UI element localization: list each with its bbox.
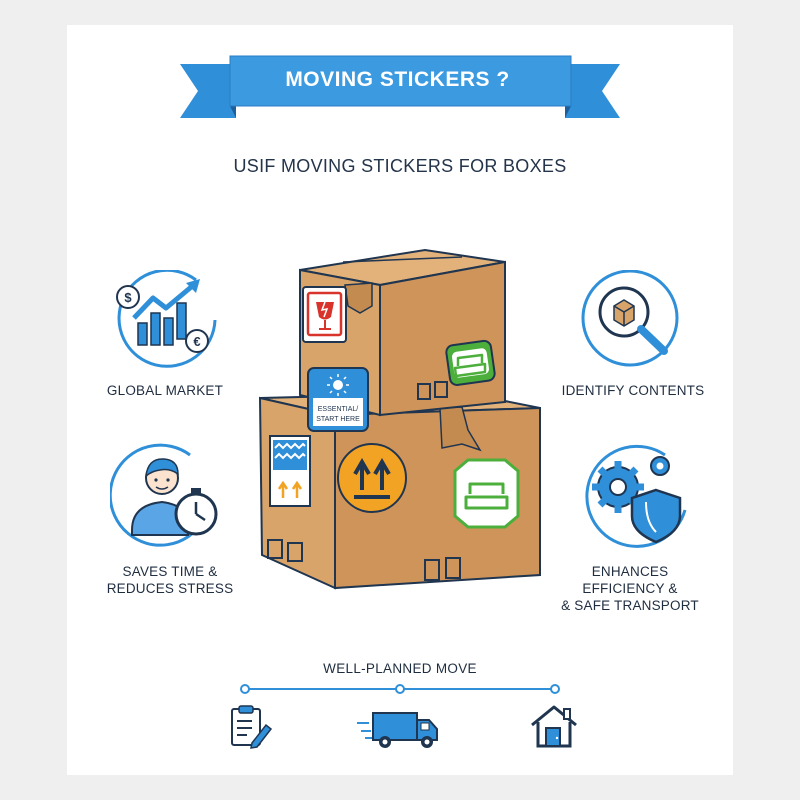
- timeline-node-3: [550, 684, 560, 694]
- feature-label-enhances-line1: ENHANCES: [591, 564, 669, 579]
- timeline-node-2: [395, 684, 405, 694]
- feature-label-saves-time: SAVES TIME & REDUCES STRESS: [95, 563, 245, 597]
- page-subtitle: USIF MOVING STICKERS FOR BOXES: [233, 156, 567, 176]
- timeline-step-transport: [355, 705, 445, 750]
- timeline-node-1: [240, 684, 250, 694]
- banner-right-fold: [565, 106, 571, 118]
- svg-text:€: €: [193, 334, 200, 349]
- timeline-title: WELL-PLANNED MOVE: [323, 661, 477, 676]
- feature-identify-contents: [578, 270, 688, 370]
- this-side-up-sticker: [269, 435, 311, 507]
- banner-left-tail: [180, 64, 236, 118]
- timeline-step-plan: [228, 705, 278, 750]
- couch-sticker-top: [445, 339, 496, 386]
- feature-saves-time: [110, 440, 230, 550]
- feature-label-saves-time-line1: SAVES TIME &: [122, 564, 218, 579]
- feature-label-identify-contents: IDENTIFY CONTENTS: [561, 383, 705, 398]
- feature-label-enhances-line2: EFFICIENCY &: [582, 581, 678, 596]
- essential-sticker-line1: ESSENTIAL/: [318, 406, 359, 413]
- feature-label-saves-time-line2: REDUCES STRESS: [106, 581, 234, 596]
- timeline-line: [240, 684, 560, 694]
- top-box-right-face: [379, 260, 506, 417]
- truck-icon: [357, 712, 438, 748]
- feature-label-enhances-line3: & SAFE TRANSPORT: [561, 598, 699, 613]
- timeline-step-home: [528, 703, 580, 749]
- banner-title: MOVING STICKERS ?: [285, 68, 510, 91]
- essential-sticker-line2: START HERE: [316, 416, 360, 423]
- essential-sticker: ESSENTIAL/ START HERE: [307, 367, 369, 432]
- title-banner: [180, 55, 620, 118]
- growth-chart-icon: $ €: [116, 270, 217, 368]
- feature-label-enhances-efficiency: ENHANCES EFFICIENCY & & SAFE TRANSPORT: [545, 563, 715, 614]
- person-stopwatch-icon: [110, 443, 218, 547]
- house-icon: [531, 705, 577, 748]
- banner-right-tail: [565, 64, 620, 118]
- arrows-up-sticker: [337, 443, 407, 513]
- fragile-sticker: [302, 286, 347, 343]
- magnifier-box-icon: [581, 270, 679, 367]
- stacked-boxes-illustration: ESSENTIAL/ START HERE: [258, 248, 541, 590]
- clipboard-icon: [231, 705, 273, 749]
- banner-main: [230, 56, 571, 106]
- gear-shield-icon: [585, 444, 687, 548]
- banner-left-fold: [230, 106, 236, 118]
- svg-text:$: $: [124, 290, 132, 305]
- couch-sticker-bottom: [453, 458, 520, 529]
- feature-enhances-efficiency: [575, 440, 695, 550]
- feature-global-market: $ €: [105, 270, 220, 370]
- feature-label-global-market: GLOBAL MARKET: [106, 383, 224, 398]
